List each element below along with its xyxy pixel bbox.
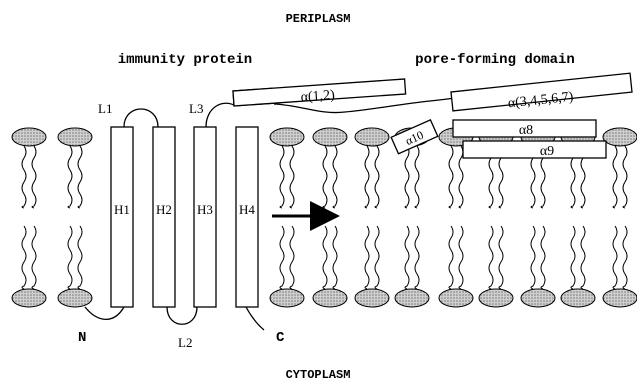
lipid-tail [415, 146, 419, 208]
lipid-tail [449, 226, 453, 289]
lipid-head [439, 289, 473, 307]
lipid-head [12, 289, 46, 307]
lipid-pair [12, 128, 46, 307]
lipid-tail [415, 226, 419, 289]
loop-l3 [206, 103, 236, 127]
lipid-tail [280, 146, 284, 208]
lipid-tail [581, 226, 585, 289]
lipid-head [561, 289, 595, 307]
lipid-tail [22, 226, 26, 289]
lipid-head [521, 289, 555, 307]
lipid-tail [290, 226, 294, 289]
periplasm-label: PERIPLASM [286, 12, 351, 26]
helix-h4-label: H4 [239, 202, 255, 217]
immunity-helices [111, 127, 258, 307]
immunity-protein-label: immunity protein [118, 52, 252, 68]
lipid-tail [323, 146, 327, 208]
lipid-tail [68, 146, 72, 208]
lipid-tail [78, 226, 82, 289]
helix-h4 [236, 127, 258, 307]
lipid-pair [603, 128, 637, 307]
lipid-head [479, 289, 513, 307]
lipid-tail [323, 226, 327, 289]
lipid-tail [405, 146, 409, 208]
lipid-tail [78, 146, 82, 208]
loop-l1-label: L1 [98, 101, 112, 116]
helix-alpha-8-label: α8 [519, 123, 533, 138]
lipid-tail [459, 226, 463, 289]
lipid-tail [571, 226, 575, 289]
lipid-pair [355, 128, 389, 307]
helix-h3 [194, 127, 216, 307]
helix-h1 [111, 127, 133, 307]
lipid-pair [395, 128, 429, 307]
lipid-tail [489, 226, 493, 289]
lipid-tail [365, 146, 369, 208]
lipid-tail [499, 226, 503, 289]
lipid-tail [375, 146, 379, 208]
lipid-pair [58, 128, 92, 307]
lipid-tail [613, 226, 617, 289]
n-terminus-label: N [78, 330, 86, 346]
cytoplasm-label: CYTOPLASM [286, 368, 351, 382]
lipid-head [355, 289, 389, 307]
lipid-tail [375, 226, 379, 289]
lipid-head [270, 128, 304, 146]
lipid-tail [22, 146, 26, 208]
lipid-tail [623, 226, 627, 289]
loop-l2-label: L2 [178, 335, 192, 350]
lipid-head [355, 128, 389, 146]
c-terminus-tail [246, 307, 264, 330]
helix-h1-label: H1 [114, 202, 130, 217]
lipid-tail [333, 146, 337, 208]
lipid-head [603, 128, 637, 146]
lipid-head [270, 289, 304, 307]
lipid-tail [531, 226, 535, 289]
lipid-tail [541, 226, 545, 289]
loop-l1 [124, 109, 158, 127]
lipid-tail [623, 146, 627, 208]
helix-h3-label: H3 [197, 202, 213, 217]
helix-alpha-9 [463, 141, 606, 158]
lipid-tail [290, 146, 294, 208]
lipid-tail [32, 146, 36, 208]
lipid-tail [365, 226, 369, 289]
lipid-tail [32, 226, 36, 289]
helix-h2 [153, 127, 175, 307]
lipid-tail [333, 226, 337, 289]
lipid-head [313, 289, 347, 307]
helix-h2-label: H2 [156, 202, 172, 217]
c-terminus-label: C [276, 330, 285, 346]
lipid-head [313, 128, 347, 146]
loop-l3-label: L3 [189, 101, 203, 116]
helix-alpha-9-label: α9 [540, 144, 554, 159]
lipid-tail [449, 146, 453, 208]
lipid-head [12, 128, 46, 146]
lipid-tail [613, 146, 617, 208]
lipid-head [395, 289, 429, 307]
helix-labels: H1 H2 H3 H4 [114, 202, 255, 217]
lipid-head [603, 289, 637, 307]
lipid-tail [280, 226, 284, 289]
n-terminus-tail [85, 307, 124, 319]
lipid-tail [405, 226, 409, 289]
helix-alpha-1-2-label: α(1,2) [300, 88, 335, 105]
lipid-head [58, 128, 92, 146]
loop-l2 [167, 307, 197, 324]
lipid-tail [68, 226, 72, 289]
lipid-head [58, 289, 92, 307]
pore-forming-domain-label: pore-forming domain [415, 52, 575, 68]
